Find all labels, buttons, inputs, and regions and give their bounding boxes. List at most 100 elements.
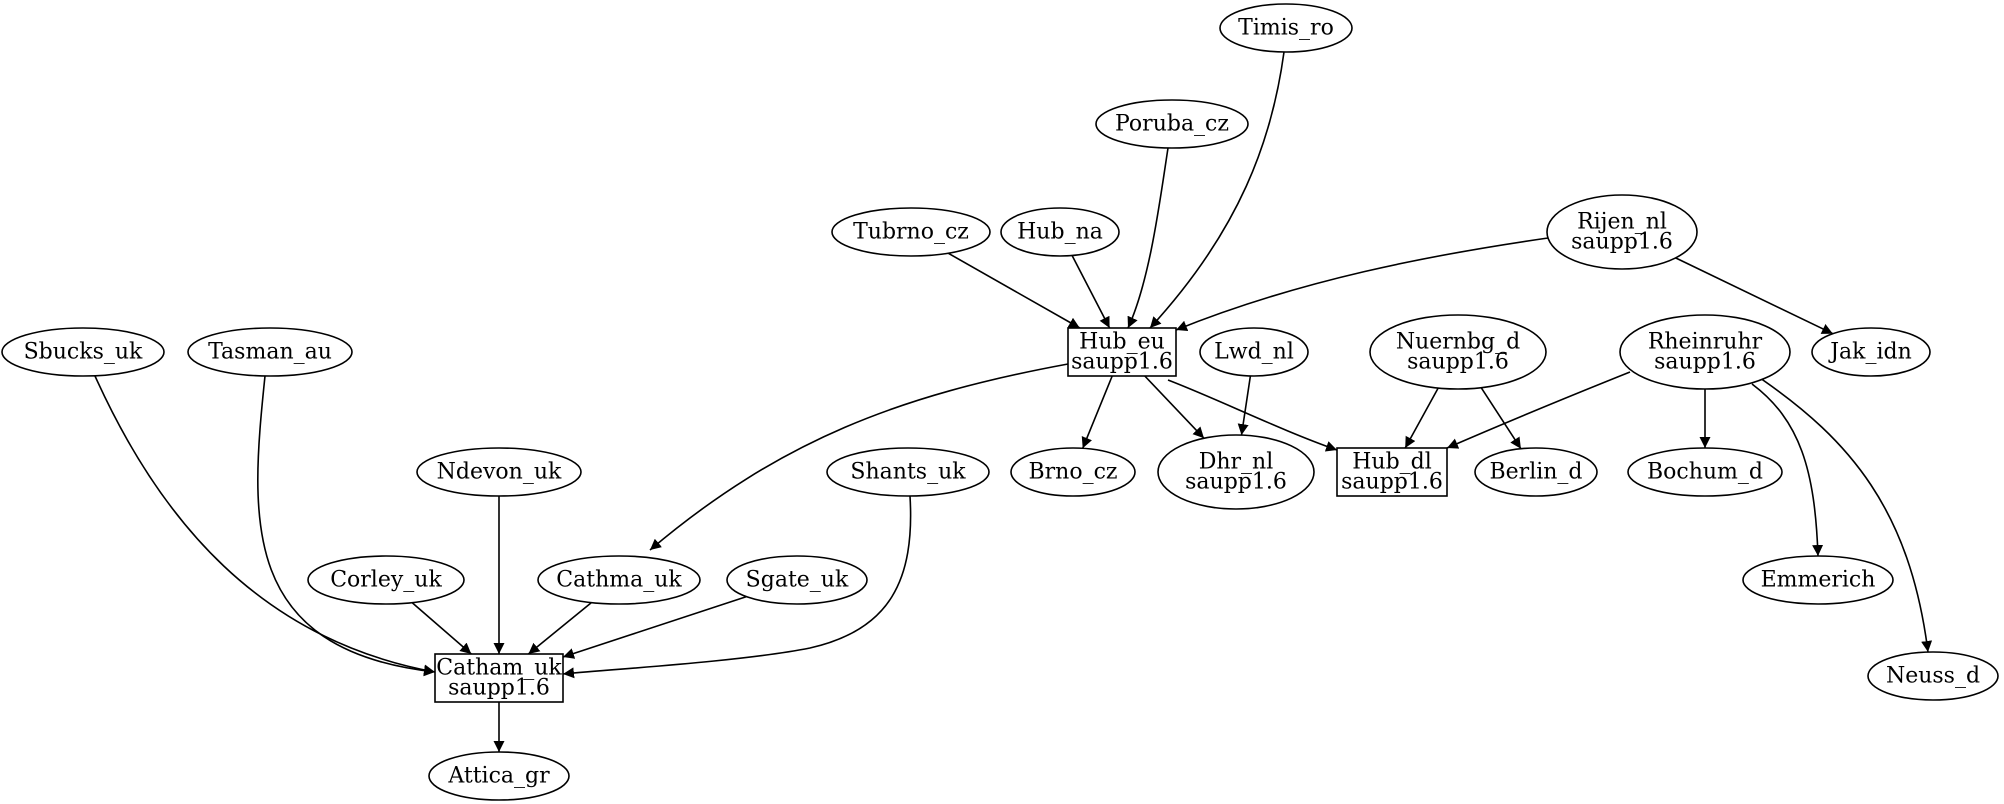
node-ellipse (537, 555, 701, 605)
node-ellipse (416, 447, 582, 497)
edge-rijen-nl-to-hub-eu (1175, 237, 1549, 331)
node-ellipse (1000, 207, 1120, 257)
node-sbucks-uk[interactable]: Sbucks_uk (1, 327, 165, 377)
node-label: Rijen_nl (1577, 210, 1667, 235)
edge-rheinruhr-to-hub-dl (1446, 371, 1631, 449)
edge-hub-eu-to-cathma-uk (649, 363, 1069, 551)
edge-rheinruhr-to-neuss-d (1759, 377, 1933, 653)
node-label: Ndevon_uk (437, 460, 562, 485)
node-cathma-uk[interactable]: Cathma_uk (537, 555, 701, 605)
node-ellipse (1742, 555, 1894, 605)
edge-hub-eu-to-brno-cz (1081, 375, 1113, 449)
node-label: Dhr_nl (1199, 450, 1274, 475)
node-sublabel: saupp1.6 (1071, 350, 1173, 375)
node-shants-uk[interactable]: Shants_uk (826, 447, 990, 497)
edge-hub-eu-to-dhr-nl (1144, 375, 1205, 439)
edge-tubrno-cz-to-hub-eu (947, 252, 1081, 329)
node-ellipse (1, 327, 165, 377)
edge-corley-uk-to-catham-uk (411, 601, 472, 655)
node-sublabel: saupp1.6 (1407, 350, 1509, 375)
node-timis-ro[interactable]: Timis_ro (1219, 3, 1353, 53)
node-ellipse (1199, 327, 1309, 377)
node-ellipse (1811, 327, 1931, 377)
node-hub-na[interactable]: Hub_na (1000, 207, 1120, 257)
edge-poruba-cz-to-hub-eu (1127, 147, 1169, 329)
node-label: Jak_idn (1828, 340, 1912, 365)
node-box (1067, 327, 1177, 377)
node-box (1336, 447, 1448, 497)
node-label: Berlin_d (1489, 460, 1582, 485)
node-label: Neuss_d (1886, 664, 1980, 689)
node-label: Corley_uk (330, 568, 442, 593)
edge-rijen-nl-to-jak-idn (1675, 257, 1834, 335)
node-label: Sbucks_uk (24, 340, 143, 365)
edges-layer (94, 51, 1933, 752)
node-label: Emmerich (1761, 568, 1876, 593)
node-ellipse (1219, 3, 1353, 53)
node-ellipse (187, 327, 353, 377)
node-poruba-cz[interactable]: Poruba_cz (1095, 99, 1249, 149)
node-sublabel: saupp1.6 (1654, 350, 1756, 375)
node-label: Hub_dl (1352, 450, 1432, 475)
node-ellipse (1546, 194, 1698, 270)
node-ellipse (428, 751, 570, 801)
node-ellipse (1157, 434, 1315, 510)
node-ndevon-uk[interactable]: Ndevon_uk (416, 447, 582, 497)
node-label: Timis_ro (1238, 16, 1334, 41)
node-label: Brno_cz (1028, 460, 1117, 485)
edge-tasman-au-to-catham-uk (257, 375, 436, 677)
node-ellipse (726, 555, 868, 605)
node-ellipse (1369, 314, 1547, 390)
node-sublabel: saupp1.6 (1341, 470, 1443, 495)
node-label: Hub_eu (1079, 330, 1165, 355)
node-ellipse (307, 555, 465, 605)
node-emmerich[interactable]: Emmerich (1742, 555, 1894, 605)
node-label: Tasman_au (208, 340, 332, 365)
edge-nuernbg-d-to-hub-dl (1404, 387, 1439, 449)
node-label: Catham_uk (436, 656, 562, 681)
node-ellipse (1627, 447, 1783, 497)
node-lwd-nl[interactable]: Lwd_nl (1199, 327, 1309, 377)
edge-shants-uk-to-catham-uk (562, 495, 912, 679)
node-ellipse (1867, 651, 1999, 701)
edge-timis-ro-to-hub-eu (1149, 51, 1285, 329)
node-ellipse (1010, 447, 1136, 497)
node-brno-cz[interactable]: Brno_cz (1010, 447, 1136, 497)
edge-hub-eu-to-hub-dl (1167, 379, 1338, 452)
node-label: Tubrno_cz (853, 220, 969, 245)
node-label: Attica_gr (447, 764, 550, 789)
edge-lwd-nl-to-dhr-nl (1237, 375, 1252, 436)
edge-nuernbg-d-to-berlin-d (1480, 387, 1522, 450)
node-attica-gr[interactable]: Attica_gr (428, 751, 570, 801)
node-label: Poruba_cz (1115, 112, 1229, 137)
node-jak-idn[interactable]: Jak_idn (1811, 327, 1931, 377)
node-corley-uk[interactable]: Corley_uk (307, 555, 465, 605)
node-label: Bochum_d (1647, 460, 1763, 485)
node-label: Lwd_nl (1214, 340, 1294, 365)
node-ellipse (1619, 314, 1791, 390)
node-label: Nuernbg_d (1396, 330, 1520, 355)
edge-hub-na-to-hub-eu (1071, 255, 1111, 329)
node-tasman-au[interactable]: Tasman_au (187, 327, 353, 377)
node-sgate-uk[interactable]: Sgate_uk (726, 555, 868, 605)
node-label: Cathma_uk (556, 568, 682, 593)
node-sublabel: saupp1.6 (448, 676, 550, 701)
node-ellipse (831, 207, 991, 257)
edge-sbucks-uk-to-catham-uk (94, 375, 436, 676)
edge-cathma-uk-to-catham-uk (527, 601, 592, 655)
node-tubrno-cz[interactable]: Tubrno_cz (831, 207, 991, 257)
node-berlin-d[interactable]: Berlin_d (1474, 447, 1598, 497)
node-bochum-d[interactable]: Bochum_d (1627, 447, 1783, 497)
node-neuss-d[interactable]: Neuss_d (1867, 651, 1999, 701)
node-label: Rheinruhr (1648, 330, 1763, 355)
node-sublabel: saupp1.6 (1571, 230, 1673, 255)
